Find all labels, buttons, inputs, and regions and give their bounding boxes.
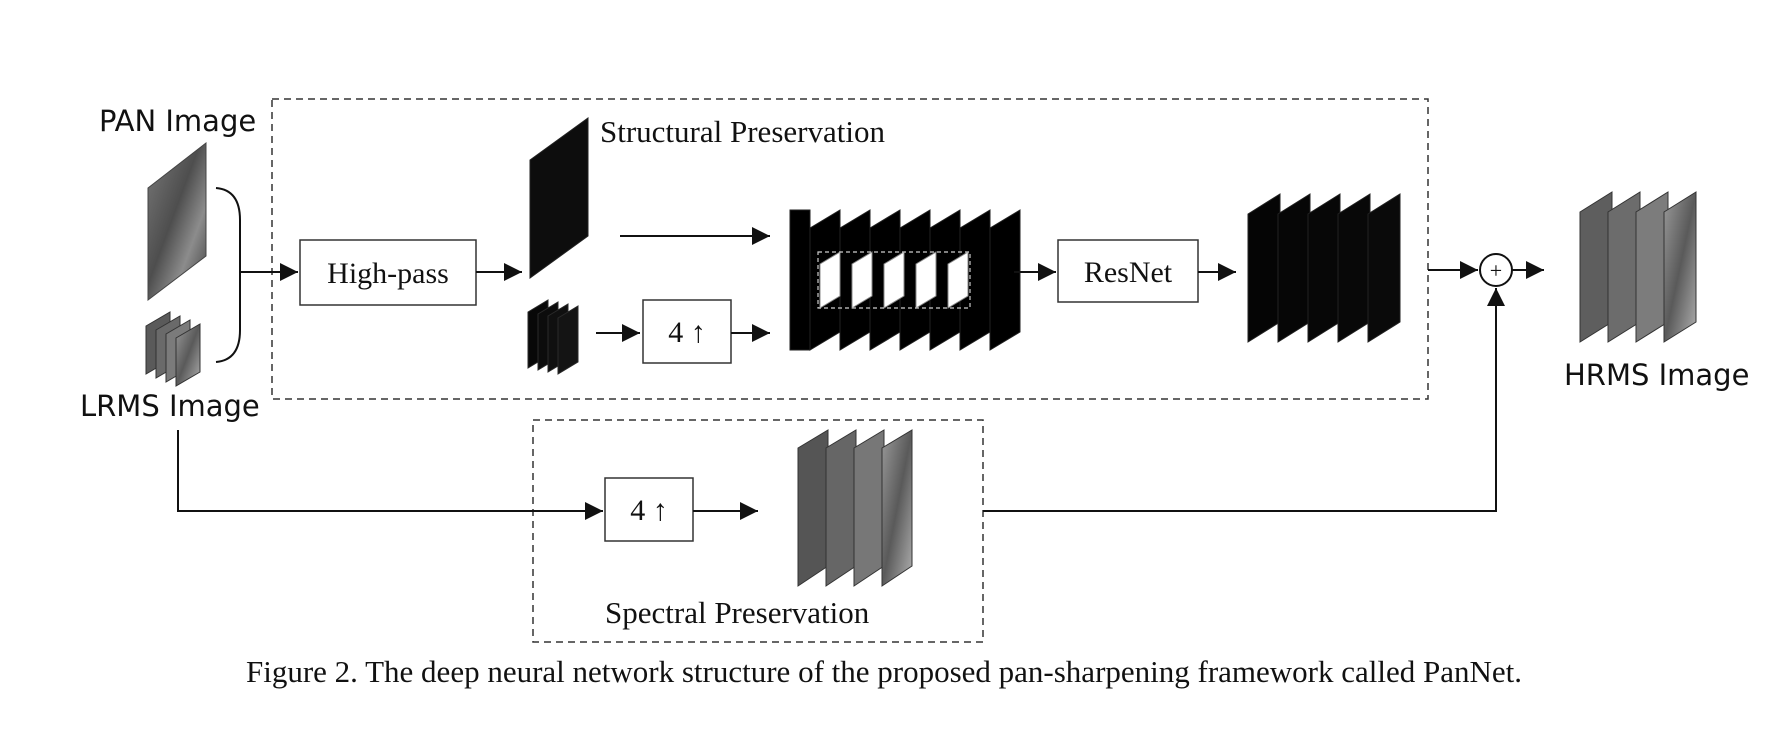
spectral-preservation-label: Spectral Preservation [605,595,870,630]
sum-symbol: + [1490,258,1502,283]
resnet-label: ResNet [1084,256,1173,289]
lrms-image-stack [145,311,201,387]
upsample-top-label: 4 ↑ [668,316,706,349]
sum-node: + [1479,253,1513,287]
resnet-block: ResNet [1057,239,1199,303]
upsample-bottom-label: 4 ↑ [630,494,668,527]
figure-caption: Figure 2. The deep neural network struct… [245,654,1523,689]
input-bracket [215,187,241,363]
structural-preservation-box [271,98,1429,400]
hrms-image-label: HRMS Image [1564,358,1749,392]
arrow-lrms-up-to-sum [983,288,1505,512]
upsample-block-top: 4 ↑ [642,299,732,364]
hrms-image-stack [1579,191,1697,343]
highpass-lrms-stack [527,299,579,375]
pan-image-label: PAN Image [99,104,256,138]
upsample-block-bottom: 4 ↑ [604,477,694,542]
highpass-block: High-pass [299,239,477,306]
arrow-lrms-to-upsample-bottom [177,430,603,520]
highpass-pan-panel [529,117,589,279]
pan-image [147,141,207,302]
structural-preservation-label: Structural Preservation [600,114,885,149]
concatenated-stack [789,209,1021,351]
upsampled-lrms-stack [797,429,913,587]
lrms-image-label: LRMS Image [80,389,260,423]
residual-output-stack [1247,193,1401,343]
highpass-label: High-pass [327,257,449,290]
